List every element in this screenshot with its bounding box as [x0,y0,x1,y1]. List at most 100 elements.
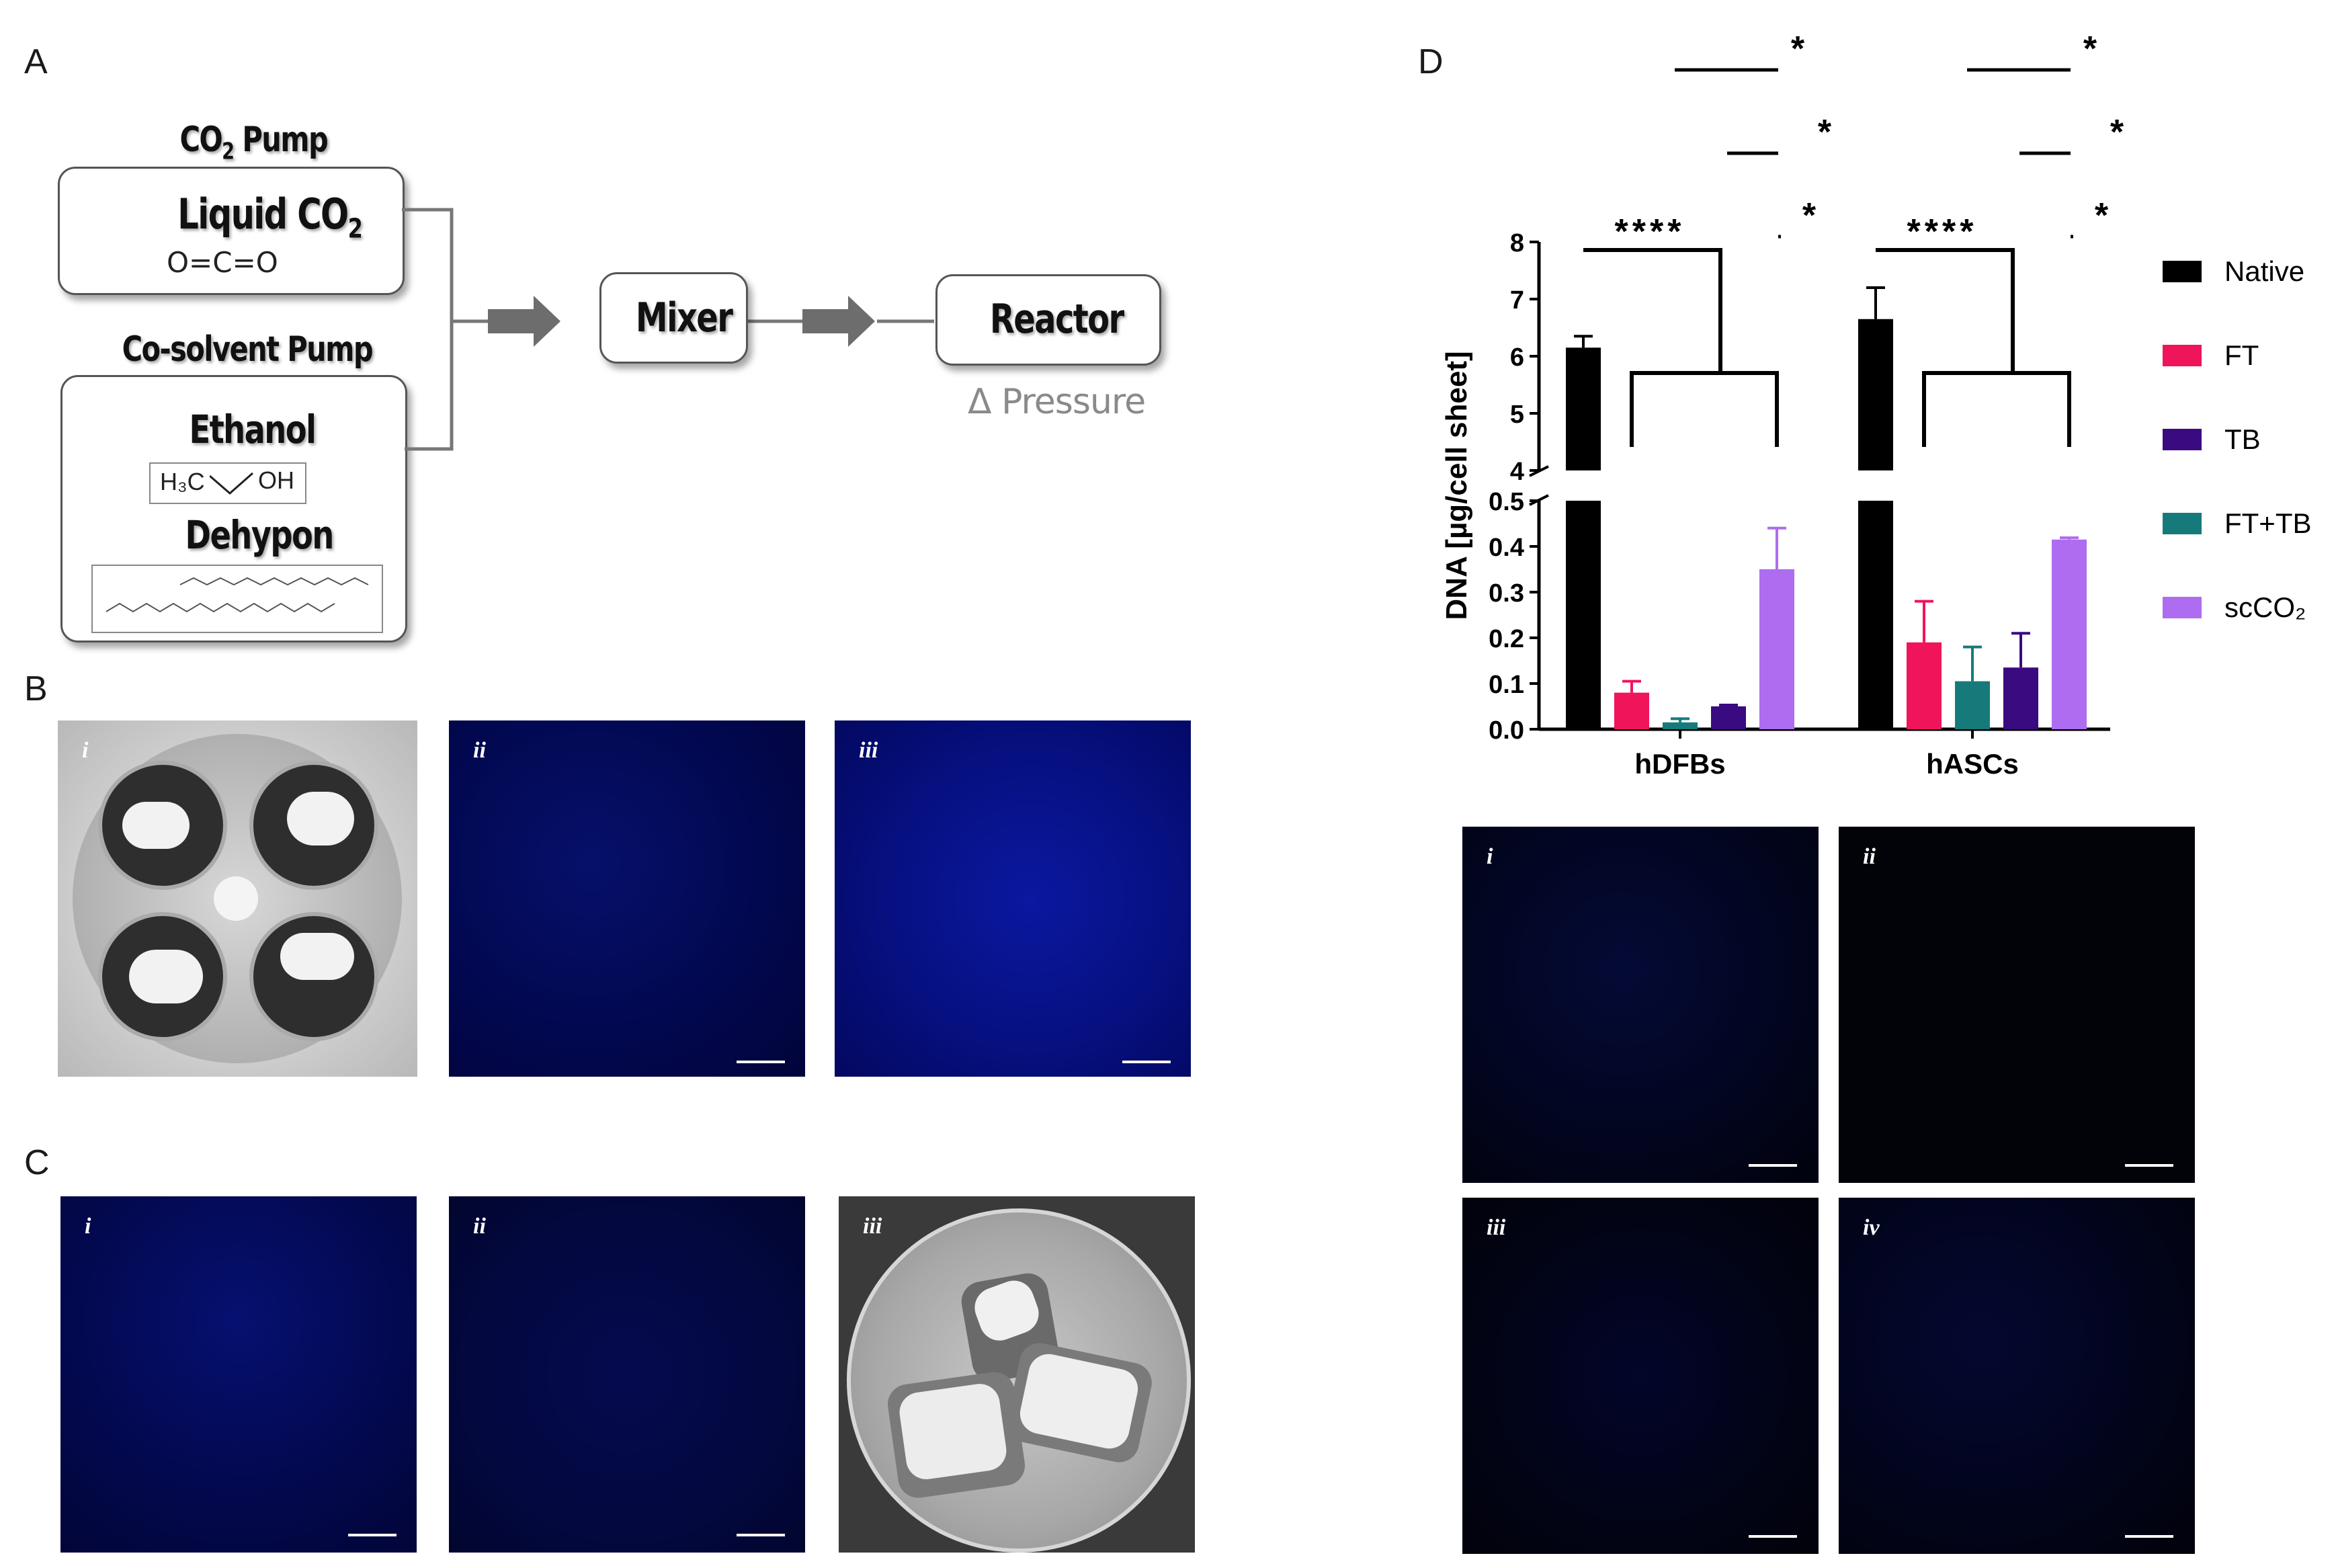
arrow-right-icon [488,296,560,347]
y-axis-label: DNA [µg/cell sheet] [1440,351,1473,620]
legend-swatch [2163,597,2202,618]
scale-bar [1749,1535,1797,1538]
significance-bracket [1876,248,2015,373]
center-bolt [214,876,258,921]
y-tick-label: 0.0 [1489,716,1524,745]
panel-d-label-iii: iii [1487,1215,1506,1240]
panel-c-label-ii: ii [473,1214,486,1239]
ethanol-label: Ethanol [189,407,316,452]
bar-ft-tb [1663,722,1698,729]
x-tick-label: hASCs [1926,748,2019,780]
panel-d-label-iv: iv [1863,1215,1880,1240]
panel-b-label-ii: ii [473,738,486,763]
mixer-label: Mixer [635,294,733,341]
legend-swatch [2163,345,2202,366]
dapi-image-b-ii: ii [449,720,805,1077]
scale-bar [737,1061,785,1063]
panel-a-letter: A [24,42,48,81]
panel-c-label-iii: iii [863,1214,882,1239]
significance-bracket [1583,248,1722,373]
petri-dish-photo: iii [839,1196,1195,1553]
dapi-image-d-iv: iv [1839,1198,2195,1554]
bar-ft [1614,692,1649,729]
dapi-image-c-i: i [60,1196,417,1553]
flow-connectors [402,208,934,451]
y-tick-label: 0.1 [1489,671,1524,699]
bar-ft-tb [1955,681,1990,729]
dapi-image-b-iii: iii [835,720,1191,1077]
y-tick-label: 6 [1510,343,1524,372]
reactor-label: Reactor [989,296,1124,343]
reactor-box [935,274,1161,366]
legend-swatch [2163,261,2202,282]
legend-label: scCO₂ [2224,591,2306,623]
ethanol-bond-icon [210,472,253,495]
cosolvent-pump-label: Co-solvent Pump [122,329,374,370]
dehypon-molecule-icon [106,577,369,613]
y-tick-label: 0.5 [1489,488,1524,516]
dapi-image-d-i: i [1462,827,1819,1183]
co2-pump-box [58,167,405,295]
significance-star: * [2083,30,2097,69]
scale-bar [2125,1164,2173,1167]
bar-tb [2003,667,2038,729]
bar-scco- [2052,539,2087,729]
significance-star: * [2110,113,2124,152]
panel-d-label-ii: ii [1863,844,1876,869]
ethanol-structure: H₃C OH [149,462,306,504]
panel-b-letter: B [24,669,48,708]
panel-d-letter: D [1418,42,1444,81]
legend-label: FT [2224,339,2259,371]
y-tick-label: 7 [1510,286,1524,315]
significance-bracket [1922,371,2071,447]
significance-star: * [1791,30,1805,69]
arrow-right-icon [802,296,875,347]
tissue-sample [896,1381,1009,1482]
bar-native-upper [1566,347,1601,470]
bar-native-upper [1858,319,1893,470]
scale-bar [1122,1061,1171,1063]
y-tick-label: 8 [1510,229,1524,257]
panel-d-label-i: i [1487,844,1493,869]
x-tick-label: hDFBs [1634,748,1725,780]
significance-star: **** [1615,212,1685,251]
dapi-image-d-iii: iii [1462,1198,1819,1554]
significance-star: * [1818,113,1832,152]
liquid-co2-label: Liquid CO2 [177,190,363,245]
legend-label: TB [2224,423,2261,455]
significance-star: * [2095,196,2109,235]
well-bottom-left [98,912,227,1041]
dehypon-label: Dehypon [185,512,335,558]
scale-bar [737,1534,785,1536]
reactor-photo: i [58,720,417,1077]
scale-bar [2125,1535,2173,1538]
y-tick-label: 0.3 [1489,579,1524,608]
well-top-right [249,761,378,890]
well-top-left [98,761,227,890]
scale-bar [348,1534,397,1536]
legend-swatch [2163,429,2202,450]
y-tick-label: 4 [1510,458,1524,486]
y-tick-label: 5 [1510,401,1524,429]
legend-swatch [2163,513,2202,534]
significance-bracket [1630,371,1779,447]
co2-molecule: O=C=O [167,246,278,279]
panel-c-letter: C [24,1143,50,1182]
dapi-image-d-ii: ii [1839,827,2195,1183]
bar-scco- [1759,569,1794,729]
dapi-image-c-ii: ii [449,1196,805,1553]
y-tick-label: 0.2 [1489,625,1524,653]
mixer-box [599,272,748,364]
significance-star: **** [1907,212,1978,251]
bar-ft [1907,642,1942,729]
legend-label: FT+TB [2224,507,2312,539]
dehypon-structure [91,565,383,633]
significance-star: * [1802,196,1817,235]
co2-pump-label: CO2 Pump [179,120,328,165]
legend-label: Native [2224,255,2304,287]
pressure-label: Δ Pressure [968,382,1146,422]
bar-tb [1711,706,1746,729]
bar-native-lower [1566,501,1601,729]
well-bottom-right [249,912,378,1041]
